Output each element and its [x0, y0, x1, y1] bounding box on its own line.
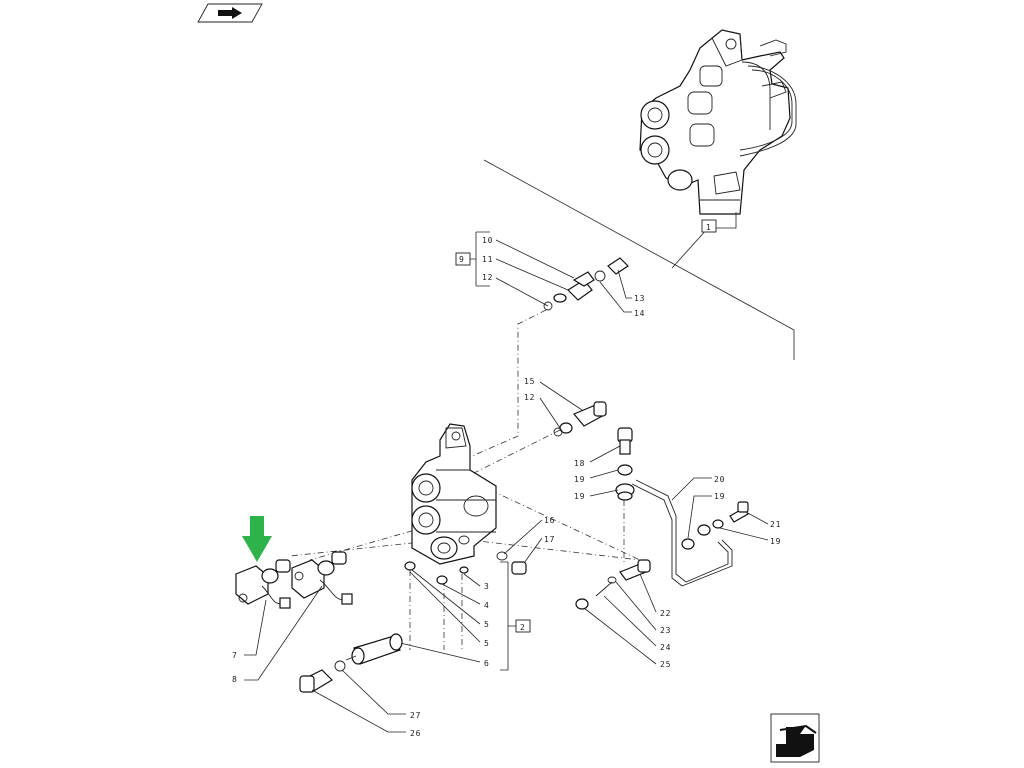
callout-7: 7 — [232, 651, 238, 660]
callout-20: 20 — [714, 475, 725, 484]
callout-21: 21 — [770, 520, 781, 529]
callout-5-b: 5 — [484, 639, 490, 648]
callout-18: 18 — [574, 459, 585, 468]
callout-23: 23 — [660, 626, 671, 635]
valve-assembly-view — [639, 29, 797, 215]
valve-body-exploded — [411, 423, 497, 565]
electric-connector-8 — [291, 551, 353, 605]
arrow-down-left-icon — [776, 724, 817, 757]
callout-26: 26 — [410, 729, 421, 738]
callout-10: 10 — [482, 236, 493, 245]
callout-12-top: 12 — [482, 273, 493, 282]
callout-11: 11 — [482, 255, 493, 264]
fitting-15 — [553, 401, 607, 437]
green-down-arrow-icon — [242, 516, 272, 562]
callout-2: 2 — [520, 623, 526, 632]
plug-17 — [511, 561, 527, 575]
small-parts-3-4-5 — [404, 561, 469, 585]
callout-4: 4 — [484, 601, 490, 610]
electric-connector-7 — [235, 559, 291, 609]
callout-19-c: 19 — [714, 492, 725, 501]
callout-25: 25 — [660, 660, 671, 669]
callout-12-mid: 12 — [524, 393, 535, 402]
callout-8: 8 — [232, 675, 238, 684]
fitting-group-9 — [543, 257, 629, 311]
plug-26 — [299, 669, 333, 693]
callout-14: 14 — [634, 309, 645, 318]
callout-6: 6 — [484, 659, 490, 668]
arrow-right-icon — [218, 7, 242, 19]
callout-19-a: 19 — [574, 475, 585, 484]
callout-22: 22 — [660, 609, 671, 618]
callout-1: 1 — [706, 223, 712, 232]
prev-page-button[interactable] — [197, 3, 263, 23]
pipe-assembly-20 — [575, 427, 749, 610]
callout-15: 15 — [524, 377, 535, 386]
callout-17: 17 — [544, 535, 555, 544]
callout-9: 9 — [459, 255, 465, 264]
callout-13: 13 — [634, 294, 645, 303]
spool-6 — [345, 633, 403, 665]
o-ring-27 — [334, 660, 346, 672]
callout-19-b: 19 — [574, 492, 585, 501]
callout-16: 16 — [544, 516, 555, 525]
next-page-button[interactable] — [770, 713, 820, 763]
callout-19-d: 19 — [770, 537, 781, 546]
callout-3: 3 — [484, 582, 490, 591]
callout-24: 24 — [660, 643, 671, 652]
callout-27: 27 — [410, 711, 421, 720]
callout-5-a: 5 — [484, 620, 490, 629]
